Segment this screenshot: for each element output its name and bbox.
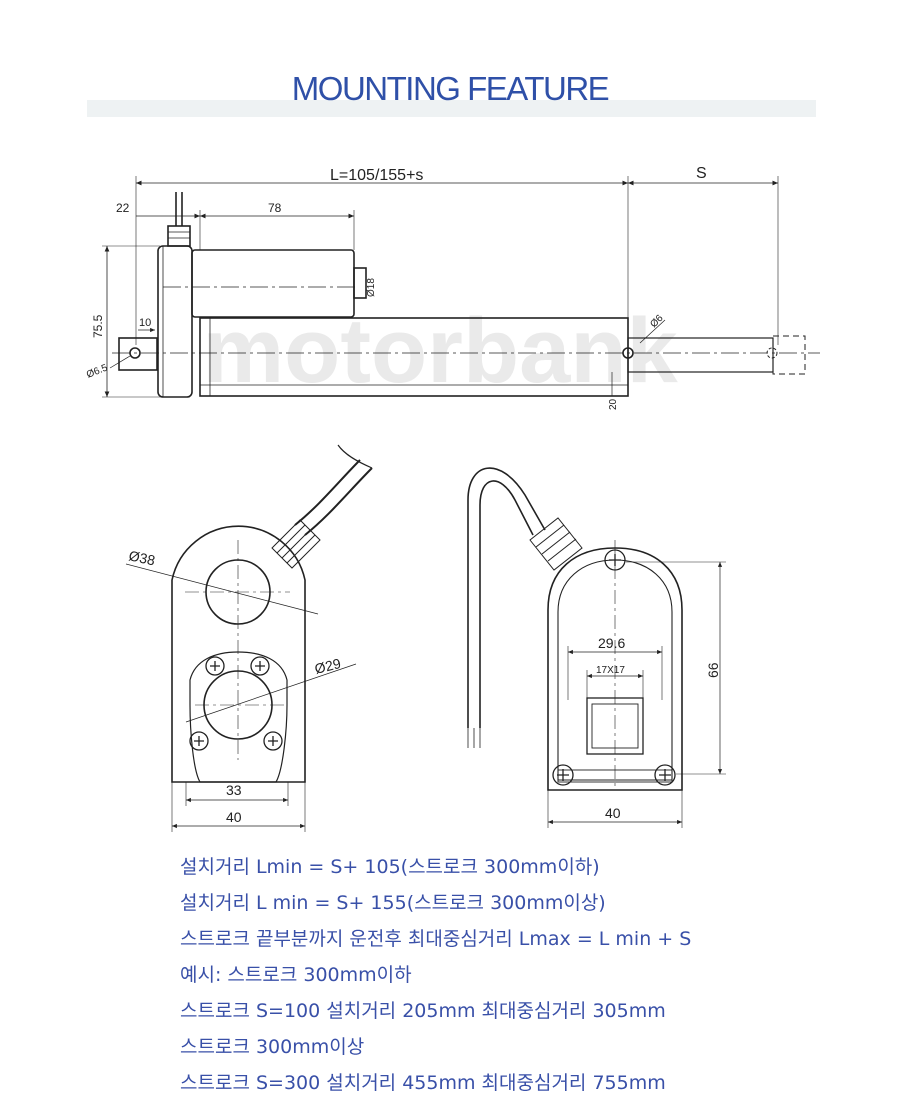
watermark-text: motorbank	[202, 300, 678, 402]
dim-78-label: 78	[268, 201, 282, 215]
note-line: 스트로크 S=100 설치거리 205mm 최대중심거리 305mm	[180, 1000, 666, 1022]
note-line: 예시: 스트로크 300mm이하	[180, 964, 412, 986]
note-line: 스트로크 끝부분까지 운전후 최대중심거리 Lmax = L min + S	[180, 928, 692, 950]
installation-notes: 설치거리 Lmin = S+ 105(스트로크 300mm이하) 설치거리 L …	[180, 852, 880, 1104]
page-title: MOUNTING FEATURE	[291, 70, 610, 107]
note-line: 스트로크 S=300 설치거리 455mm 최대중심거리 755mm	[180, 1072, 666, 1094]
dim-front-40-label: 40	[226, 809, 242, 825]
dim-33-label: 33	[226, 782, 242, 798]
dim-66-label: 66	[705, 662, 721, 678]
dim-motor-label: Ø18	[366, 278, 377, 297]
dim-22-label: 22	[116, 201, 130, 215]
title-underline-bar	[87, 100, 816, 117]
dim-17x17-label: 17X17	[596, 665, 625, 676]
side-view	[102, 176, 820, 398]
note-line: 스트로크 300mm이상	[180, 1036, 365, 1058]
note-line: 설치거리 Lmin = S+ 105(스트로크 300mm이하)	[180, 856, 600, 878]
dim-back-40-label: 40	[605, 805, 621, 821]
back-view-labels: 29.6 17X17 66 40	[596, 635, 721, 821]
dim-20-label: 20	[608, 398, 619, 410]
front-view	[125, 444, 373, 832]
front-view-labels: Ø38 Ø29 33 40	[127, 547, 342, 825]
note-line: 설치거리 L min = S+ 155(스트로크 300mm이상)	[180, 892, 606, 914]
total-length-label: L=105/155+s	[330, 167, 423, 184]
dim-hole-label: Ø6.5	[85, 362, 110, 380]
dim-inner-diameter-label: Ø29	[313, 655, 343, 677]
technical-drawing: motorbank	[85, 165, 820, 832]
dim-29-6-label: 29.6	[598, 635, 625, 651]
stroke-label: S	[696, 165, 707, 182]
back-view	[467, 467, 726, 828]
dim-75-5-label: 75.5	[91, 314, 105, 338]
dim-10-label: 10	[139, 317, 151, 329]
dim-outer-diameter-label: Ø38	[127, 547, 156, 568]
